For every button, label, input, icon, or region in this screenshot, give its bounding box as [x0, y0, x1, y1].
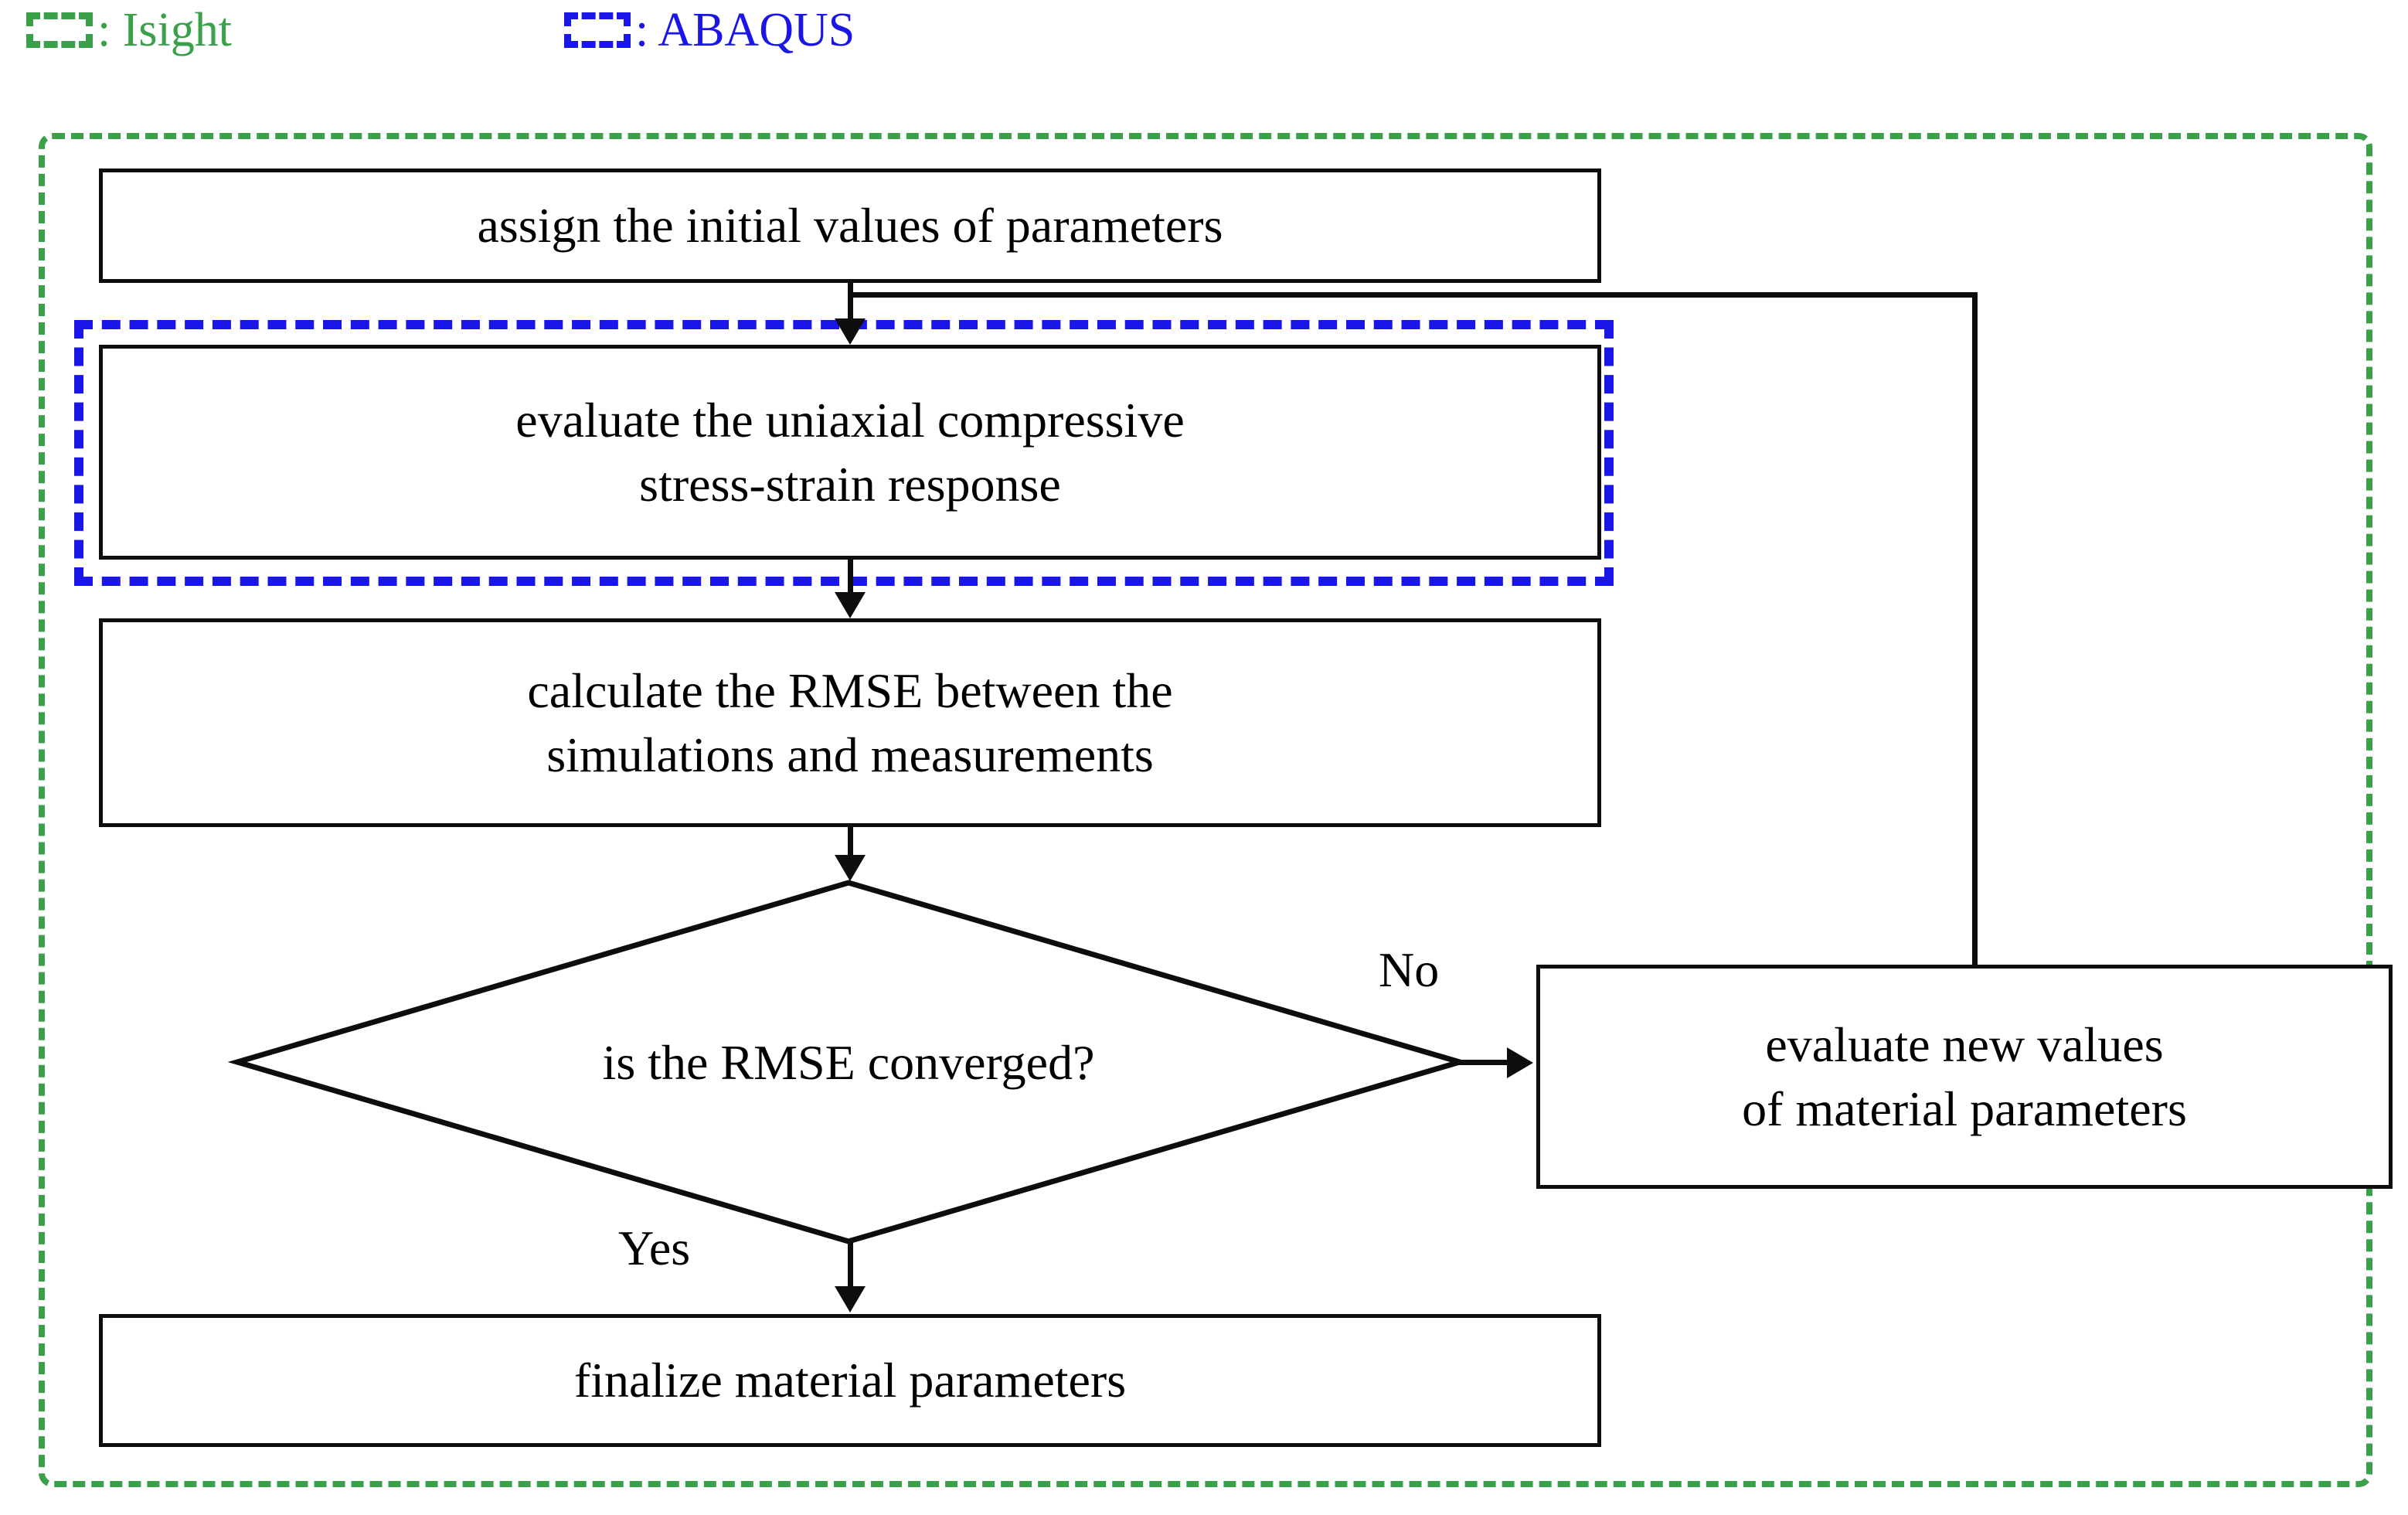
- node-evaluate-new-values-line-1: evaluate new values: [1765, 1016, 2164, 1072]
- arrowhead-rmse-to-decision-icon: [835, 855, 866, 881]
- node-rmse-converged-label: is the RMSE converged?: [602, 1035, 1095, 1090]
- connector-rmse-to-decision: [848, 827, 853, 856]
- connector-feedback-horizontal: [848, 292, 1978, 298]
- node-evaluate-response-line-1: evaluate the uniaxial compressive: [515, 392, 1185, 448]
- arrowhead-assign-to-evaluate-icon: [835, 318, 866, 345]
- legend-item-abaqus: : ABAQUS: [564, 6, 855, 54]
- node-calculate-rmse-line-2: simulations and measurements: [546, 727, 1154, 782]
- node-evaluate-new-values-line-2: of material parameters: [1742, 1081, 2187, 1136]
- connector-decision-yes-to-finalize: [848, 1240, 853, 1288]
- group-isight-boundary: [39, 133, 2372, 1487]
- legend-swatch-blue-dashed-icon: [564, 12, 631, 48]
- node-evaluate-response-line-2: stress-strain response: [639, 457, 1061, 512]
- arrowhead-evaluate-to-rmse-icon: [835, 592, 866, 618]
- node-evaluate-new-values: evaluate new values of material paramete…: [1536, 965, 2393, 1189]
- legend-item-isight: : Isight: [26, 6, 232, 54]
- node-finalize-parameters: finalize material parameters: [99, 1314, 1601, 1447]
- node-calculate-rmse-line-1: calculate the RMSE between the: [527, 662, 1173, 718]
- group-abaqus-boundary: [74, 320, 1614, 586]
- connector-decision-no-to-evaluate-new: [1457, 1060, 1508, 1065]
- connector-evaluate-to-rmse: [848, 560, 853, 592]
- legend-label-abaqus: : ABAQUS: [635, 4, 855, 56]
- arrowhead-decision-no-icon: [1507, 1047, 1533, 1078]
- connector-feedback-vertical-left: [848, 292, 853, 320]
- node-rmse-converged: is the RMSE converged?: [227, 880, 1470, 1244]
- legend-swatch-green-dashed-icon: [26, 12, 93, 48]
- edge-label-no: No: [1379, 942, 1440, 997]
- node-calculate-rmse: calculate the RMSE between the simulatio…: [99, 618, 1601, 827]
- edge-label-yes: Yes: [618, 1221, 691, 1275]
- connector-feedback-vertical-right: [1972, 292, 1978, 966]
- node-evaluate-response: evaluate the uniaxial compressive stress…: [99, 345, 1601, 560]
- legend-label-isight: : Isight: [97, 4, 232, 56]
- arrowhead-decision-yes-icon: [835, 1286, 866, 1312]
- node-assign-initial-values-line-1: assign the initial values of parameters: [477, 198, 1223, 254]
- node-assign-initial-values: assign the initial values of parameters: [99, 169, 1601, 283]
- node-finalize-parameters-line-1: finalize material parameters: [573, 1353, 1127, 1408]
